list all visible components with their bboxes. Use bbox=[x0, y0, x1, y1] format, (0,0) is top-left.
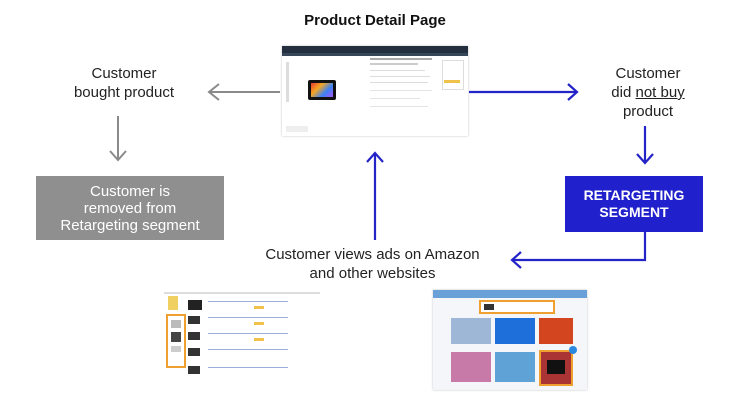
arrow-to-not-bought bbox=[469, 83, 579, 101]
arrow-ads-to-product bbox=[366, 151, 384, 240]
customer-not-bought-line1: Customer bbox=[615, 65, 681, 82]
arrow-to-removed bbox=[109, 116, 127, 162]
not-buy-text: not buy bbox=[635, 84, 685, 101]
highlighted-banner-ad bbox=[479, 300, 555, 314]
highlighted-side-ad bbox=[539, 350, 573, 386]
removed-box-line1: Customer is bbox=[89, 182, 171, 200]
did-text: did bbox=[611, 84, 636, 101]
customer-bought-label: Customer bought product bbox=[64, 64, 184, 102]
views-ads-line1: Customer views ads on Amazon bbox=[265, 246, 480, 263]
customer-not-bought-label: Customer did not buy product bbox=[588, 64, 708, 121]
arrow-segment-to-ads bbox=[510, 232, 647, 269]
product-detail-thumbnail bbox=[282, 46, 468, 136]
customer-not-bought-line3: product bbox=[622, 103, 674, 120]
search-results-thumbnail bbox=[164, 292, 320, 388]
highlighted-ad-column bbox=[166, 314, 186, 368]
customer-not-bought-line2: did not buy bbox=[588, 83, 708, 102]
views-ads-line2: and other websites bbox=[309, 265, 436, 282]
removed-from-segment-box: Customer is removed from Retargeting seg… bbox=[36, 176, 224, 240]
arrow-to-bought bbox=[207, 83, 280, 101]
tablet-image bbox=[308, 80, 336, 100]
removed-box-line3: Retargeting segment bbox=[60, 216, 200, 234]
arrow-to-segment bbox=[636, 126, 654, 165]
website-ads-thumbnail bbox=[433, 290, 587, 390]
customer-bought-line2: bought product bbox=[73, 84, 175, 101]
segment-box-line1: RETARGETING bbox=[583, 187, 685, 203]
segment-box-line2: SEGMENT bbox=[599, 204, 669, 220]
views-ads-label: Customer views ads on Amazon and other w… bbox=[240, 245, 505, 283]
customer-bought-line1: Customer bbox=[91, 65, 157, 82]
removed-box-line2: removed from bbox=[83, 199, 177, 217]
page-title: Product Detail Page bbox=[304, 12, 446, 29]
retargeting-segment-box: RETARGETING SEGMENT bbox=[565, 176, 703, 232]
